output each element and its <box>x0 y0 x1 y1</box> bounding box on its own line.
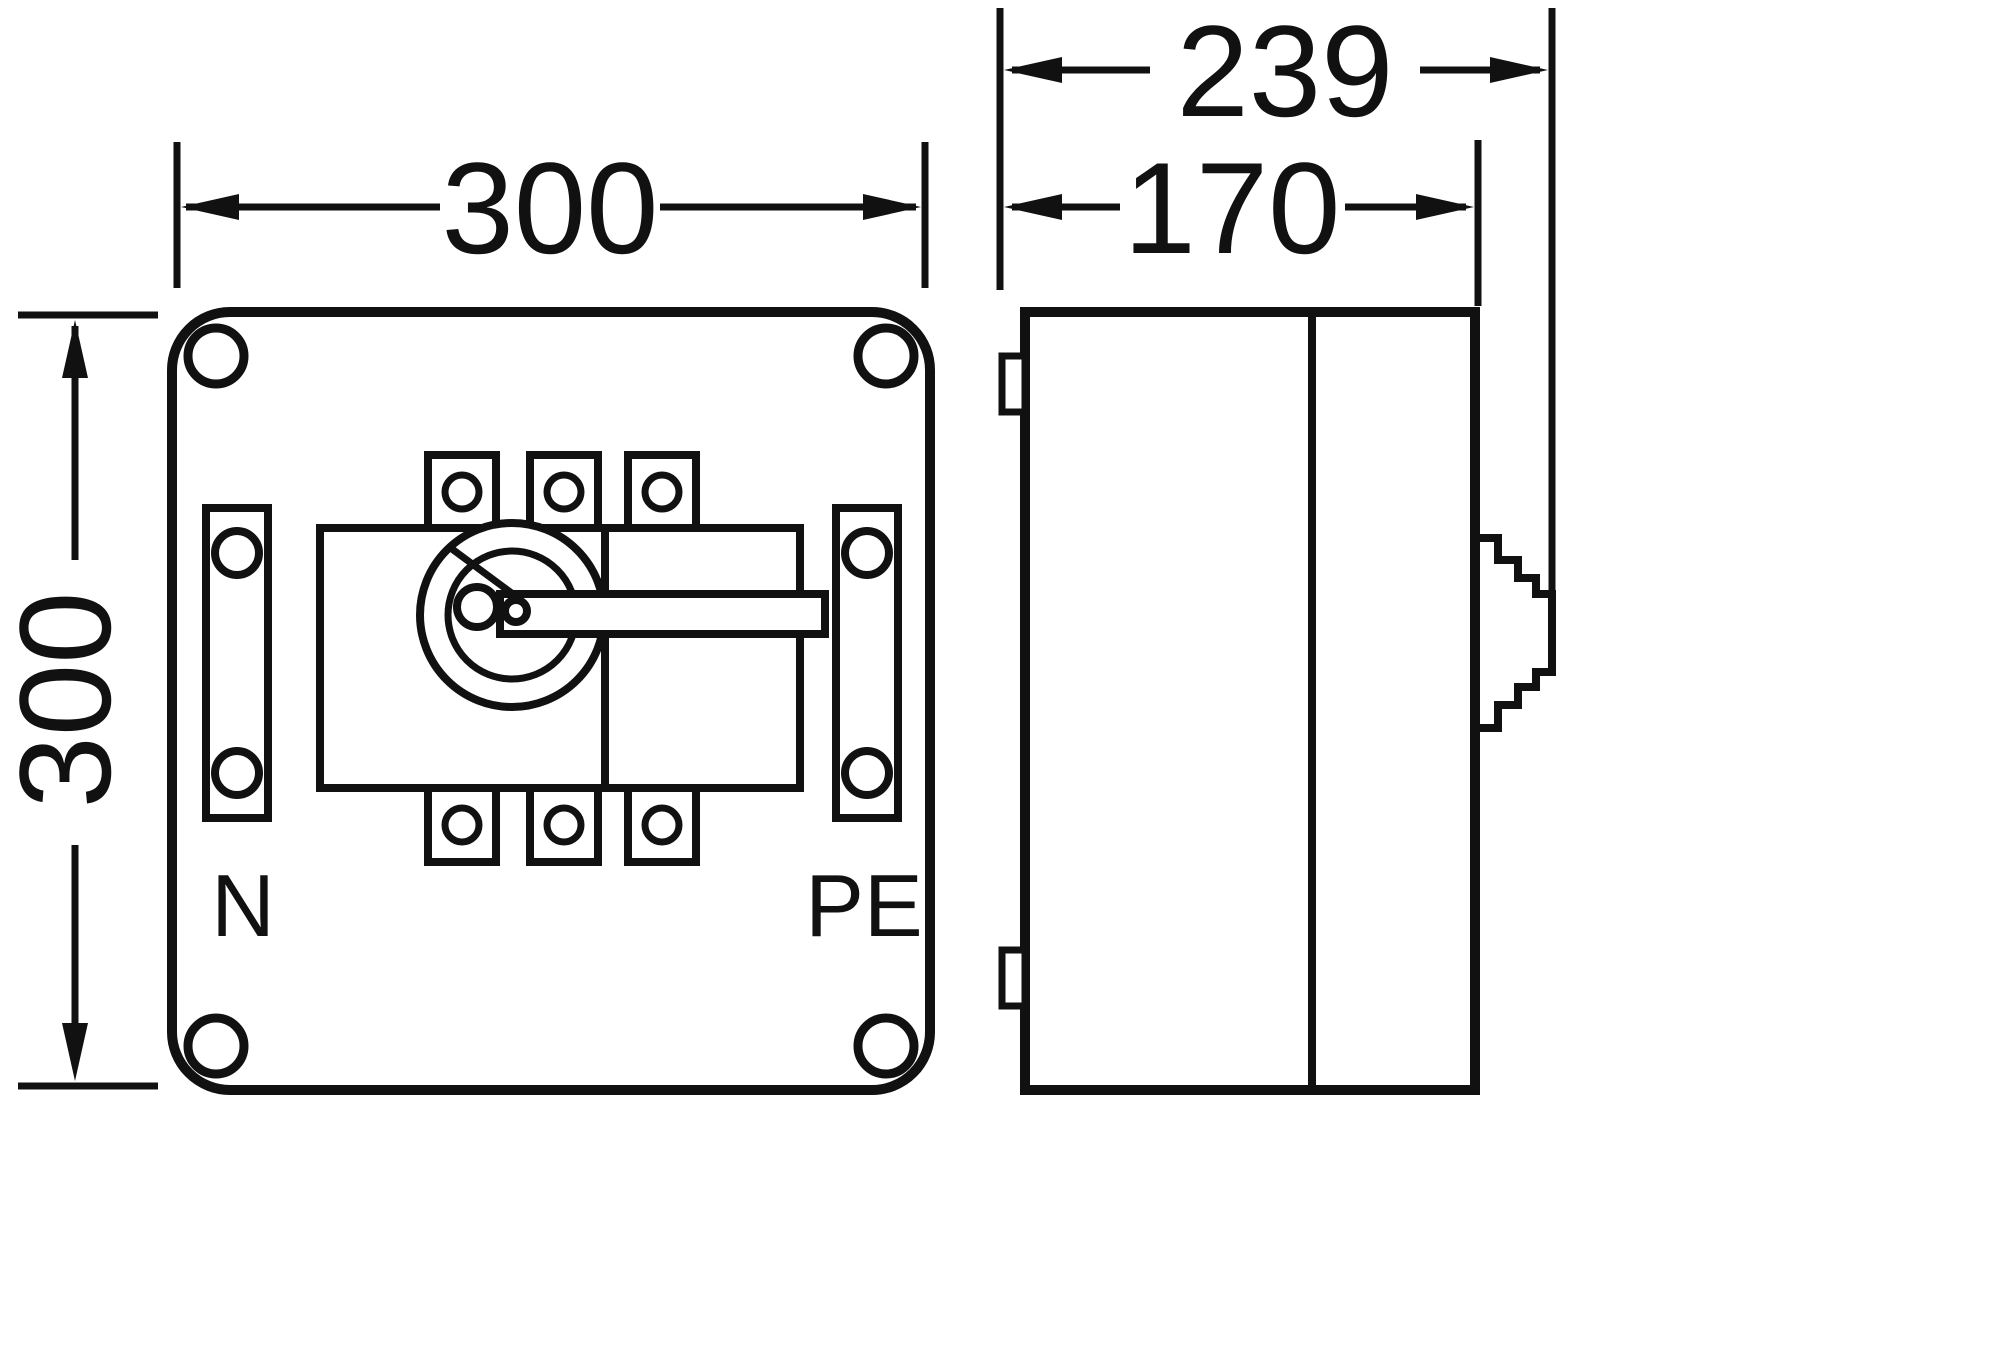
corner-screw-hole-top-right <box>853 323 919 389</box>
side-view <box>998 307 1556 1095</box>
arrowhead-down <box>62 1023 88 1081</box>
hinge-tab-top <box>998 352 1029 416</box>
handle-hub-hole <box>453 583 501 631</box>
arrowhead-up <box>62 320 88 378</box>
front-view: N PE <box>167 307 935 1095</box>
dimension-front-width: 300 <box>173 135 929 288</box>
rail-hole-top <box>211 527 263 579</box>
terminal-n-label: N <box>211 856 275 955</box>
side-body-outline <box>1020 307 1480 1095</box>
arrowhead-right <box>1490 57 1548 83</box>
hinge-tab-bottom <box>998 946 1029 1010</box>
cable-gland-profile <box>1475 534 1556 732</box>
terminal-screw <box>641 471 683 513</box>
dimension-value-front-height: 300 <box>0 592 138 809</box>
handle-grip-line <box>449 546 520 600</box>
handle-axis-dot <box>501 596 531 626</box>
terminal-pe-label: PE <box>805 856 922 955</box>
dimension-front-height: 300 <box>0 311 158 1090</box>
arrowhead-right <box>1416 194 1474 220</box>
dimension-side-total-depth: 239 <box>996 0 1556 590</box>
mounting-rail-right <box>832 504 902 822</box>
handle-lever <box>496 590 829 638</box>
dimension-value-front-width: 300 <box>442 135 659 281</box>
dimension-value-body-depth: 170 <box>1124 135 1341 281</box>
arrowhead-right <box>863 194 921 220</box>
terminal-screw <box>543 804 585 846</box>
rail-body <box>202 504 272 822</box>
switch-disconnector <box>316 451 829 866</box>
terminal-screw <box>441 471 483 513</box>
rail-hole-bottom <box>841 747 893 799</box>
terminal-screw <box>543 471 585 513</box>
terminal-screw <box>641 804 683 846</box>
rail-body <box>832 504 902 822</box>
corner-screw-hole-bottom-left <box>183 1013 249 1079</box>
corner-screw-hole-top-left <box>183 323 249 389</box>
rail-hole-top <box>841 527 893 579</box>
mounting-rail-left <box>202 504 272 822</box>
dimension-value-total-depth: 239 <box>1177 0 1394 144</box>
arrowhead-left <box>1004 57 1062 83</box>
arrowhead-left <box>1004 194 1062 220</box>
dimension-side-body-depth: 170 <box>1004 135 1482 306</box>
rail-hole-bottom <box>211 747 263 799</box>
arrowhead-left <box>181 194 239 220</box>
terminal-screw <box>441 804 483 846</box>
corner-screw-hole-bottom-right <box>853 1013 919 1079</box>
